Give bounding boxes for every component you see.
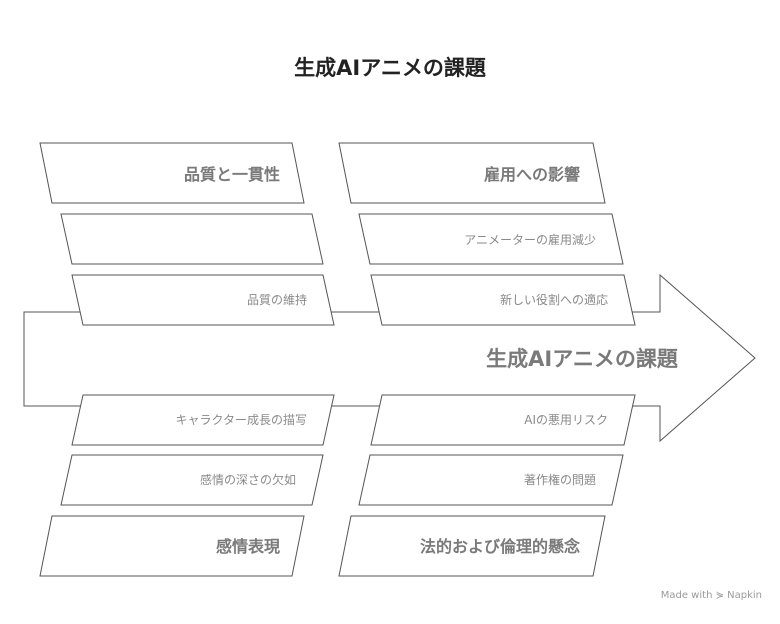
- bottom-right-cause-label-2: 著作権の問題: [524, 472, 596, 487]
- bottom-left-cause-box-1: [71, 394, 335, 446]
- bottom-right-category-label: 法的および倫理的懸念: [420, 537, 581, 556]
- bottom-left-cause-box-2: [60, 454, 324, 506]
- top-right-cause-box-2: [370, 274, 636, 326]
- top-left-cause-label-2: 品質の維持: [247, 292, 307, 307]
- bottom-right-cause-label-1: AIの悪用リスク: [524, 413, 608, 427]
- bottom-left-category-label: 感情表現: [216, 537, 280, 556]
- top-right-cause-label-1: アニメーターの雇用減少: [464, 232, 596, 247]
- top-right-category-label: 雇用への影響: [484, 165, 580, 184]
- top-right-cause-box-1: [358, 213, 624, 265]
- top-left-cause-box-2: [71, 274, 335, 326]
- top-left-cause-box-1: [60, 213, 324, 265]
- bottom-left-cause-label-2: 感情の深さの欠如: [200, 472, 296, 487]
- bottom-left-cause-label-1: キャラクター成長の描写: [175, 413, 307, 427]
- spine-label: 生成AIアニメの課題: [486, 347, 679, 371]
- bottom-right-category-box: [338, 515, 606, 577]
- top-left-category-label: 品質と一貫性: [184, 165, 280, 184]
- top-left-category-box: [39, 142, 305, 204]
- bottom-left-category-box: [39, 515, 305, 577]
- top-right-category-box: [338, 142, 606, 204]
- top-right-cause-label-2: 新しい役割への適応: [500, 292, 608, 307]
- bottom-right-cause-box-2: [358, 454, 624, 506]
- napkin-watermark: Made with ⋟ Napkin: [660, 590, 762, 601]
- bottom-right-cause-box-1: [370, 394, 636, 446]
- page-title: 生成AIアニメの課題: [294, 56, 486, 80]
